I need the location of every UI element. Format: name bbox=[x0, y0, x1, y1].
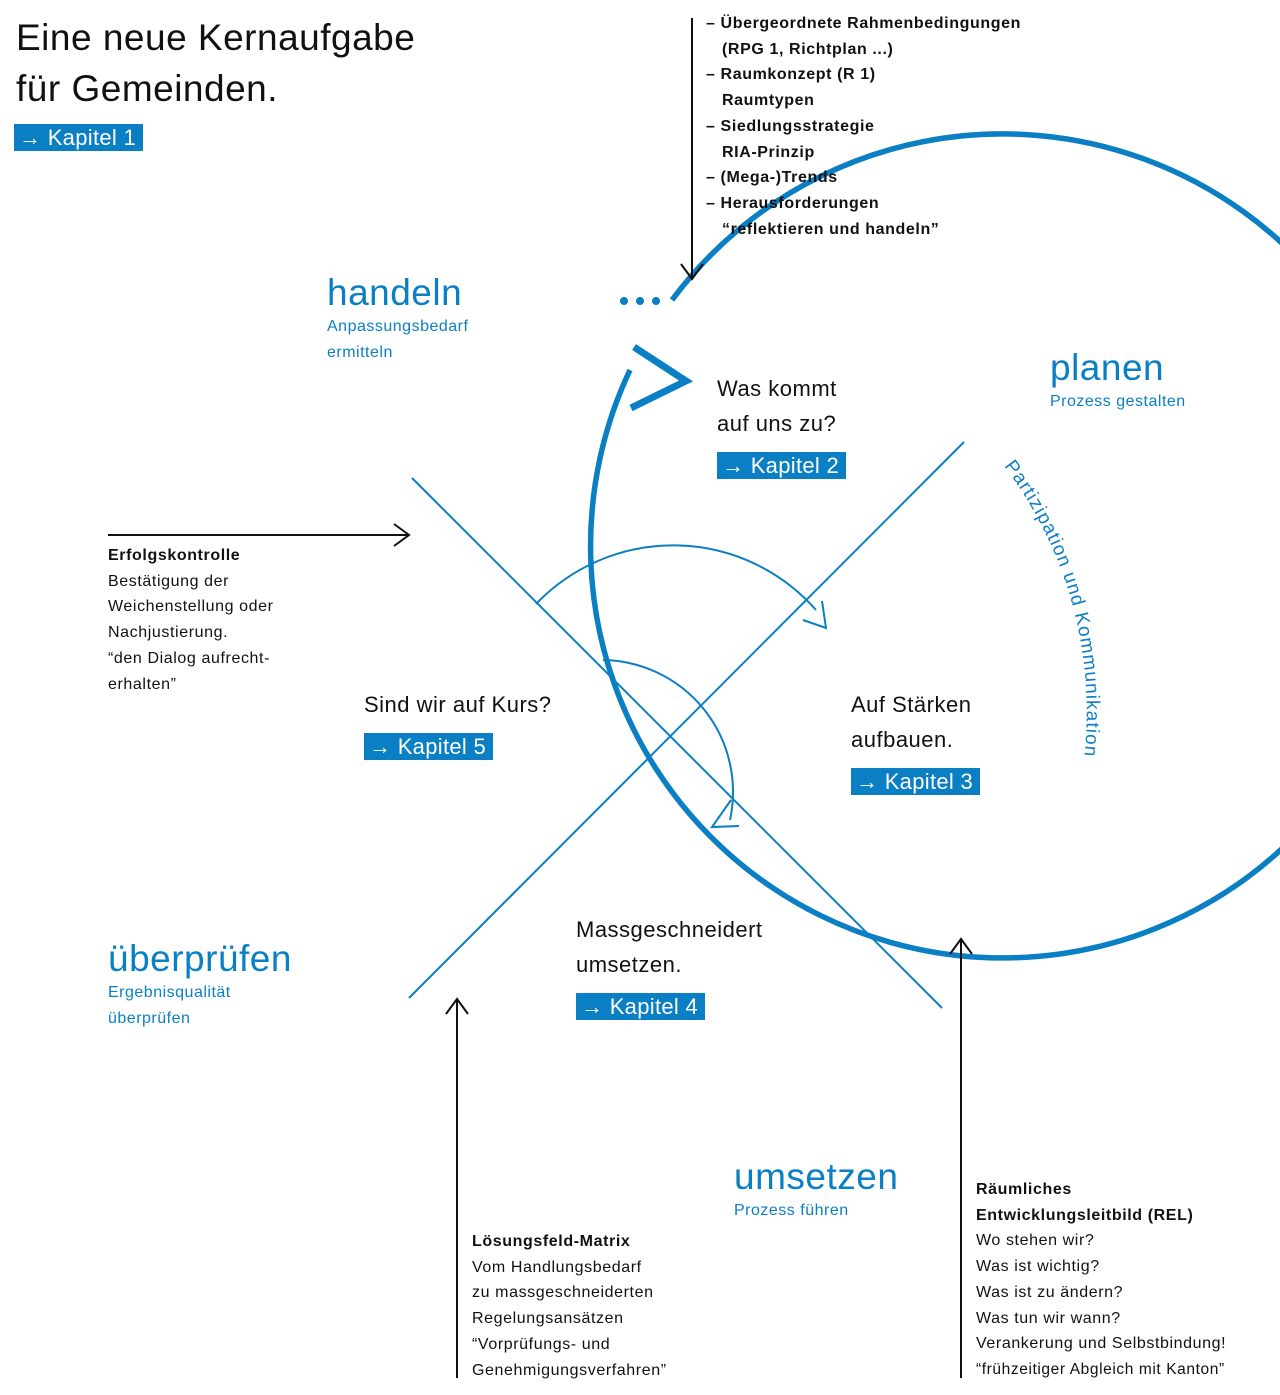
kapitel-5-badge[interactable]: → Kapitel 5 bbox=[364, 733, 494, 760]
cycle-arrowhead bbox=[629, 344, 694, 412]
bottom-right-arrow-head bbox=[949, 937, 973, 955]
phase-planen-label: planen bbox=[1050, 347, 1165, 388]
quadrant-divider-1 bbox=[411, 477, 943, 1009]
note-line: Nachjustierung. bbox=[108, 624, 229, 642]
quadrant-bottom: Massgeschneidert umsetzen. → Kapitel 4 bbox=[576, 912, 763, 1024]
list-item: – Siedlungsstrategie bbox=[706, 117, 875, 135]
list-item: – (Mega-)Trends bbox=[706, 169, 838, 187]
list-item: (RPG 1, Richtplan ...) bbox=[722, 40, 894, 58]
note-line: Vom Handlungsbedarf bbox=[472, 1258, 642, 1276]
quadrant-right-line-2: aufbauen. bbox=[851, 727, 954, 752]
phase-planen: planen Prozess gestalten bbox=[1050, 347, 1186, 415]
top-arrow-head bbox=[680, 263, 704, 281]
list-item: – Übergeordnete Rahmenbedingungen bbox=[706, 15, 1021, 32]
note-line: Verankerung und Selbstbindung! bbox=[976, 1335, 1227, 1353]
note-line: “Vorprüfungs- und bbox=[472, 1335, 611, 1353]
inner-arc-outer bbox=[535, 544, 817, 611]
phase-ueberpruefen-sub-2: überprüfen bbox=[108, 1010, 191, 1027]
note-loesungsfeld-title: Lösungsfeld-Matrix bbox=[472, 1233, 631, 1250]
phase-ueberpruefen-sub-1: Ergebnisqualität bbox=[108, 984, 231, 1001]
title-line-1: Eine neue Kernaufgabe bbox=[16, 17, 416, 58]
kapitel-1-badge[interactable]: → Kapitel 1 bbox=[14, 124, 144, 151]
phase-ueberpruefen: überprüfen Ergebnisqualität überprüfen bbox=[108, 938, 292, 1032]
quadrant-top: Was kommt auf uns zu? → Kapitel 2 bbox=[717, 371, 847, 483]
list-item: – Raumkonzept (R 1) bbox=[706, 66, 876, 84]
note-line: “den Dialog aufrecht- bbox=[108, 649, 271, 667]
note-line: zu massgeschneiderten bbox=[472, 1284, 654, 1302]
phase-ueberpruefen-label: überprüfen bbox=[108, 938, 292, 979]
note-line: erhalten” bbox=[108, 675, 177, 693]
note-line: Wo stehen wir? bbox=[976, 1232, 1095, 1250]
list-item: RIA-Prinzip bbox=[722, 143, 815, 161]
quadrant-top-line-2: auf uns zu? bbox=[717, 411, 837, 436]
page-title: Eine neue Kernaufgabe für Gemeinden. bbox=[16, 12, 415, 114]
note-line: Bestätigung der bbox=[108, 572, 230, 590]
note-rel: Räumliches Entwicklungsleitbild (REL) Wo… bbox=[976, 1177, 1226, 1383]
note-rel-title-1: Räumliches bbox=[976, 1181, 1072, 1198]
inner-arc-inner-arrowhead bbox=[710, 799, 740, 829]
left-arrow-head bbox=[393, 523, 411, 547]
title-line-2: für Gemeinden. bbox=[16, 68, 279, 109]
continuation-dots bbox=[620, 297, 660, 305]
note-erfolgskontrolle-title: Erfolgskontrolle bbox=[108, 547, 241, 564]
phase-umsetzen-label: umsetzen bbox=[734, 1156, 899, 1197]
phase-umsetzen: umsetzen Prozess führen bbox=[734, 1156, 898, 1224]
quadrant-left-line-1: Sind wir auf Kurs? bbox=[364, 692, 552, 717]
note-line: Was ist wichtig? bbox=[976, 1258, 1100, 1276]
phase-handeln: handeln Anpassungsbedarf ermitteln bbox=[327, 272, 468, 366]
quadrant-right-line-1: Auf Stärken bbox=[851, 692, 972, 717]
note-rel-title-2: Entwicklungsleitbild (REL) bbox=[976, 1206, 1194, 1224]
phase-handeln-label: handeln bbox=[327, 272, 463, 313]
quadrant-left: Sind wir auf Kurs? → Kapitel 5 bbox=[364, 687, 552, 764]
phase-umsetzen-sub-1: Prozess führen bbox=[734, 1202, 849, 1219]
circle-label: Partizipation und Kommunikation bbox=[1000, 456, 1103, 758]
inner-arc-outer-arrowhead bbox=[802, 600, 828, 630]
note-line: Genehmigungsverfahren” bbox=[472, 1361, 667, 1379]
quadrant-divider-2 bbox=[408, 441, 965, 999]
inner-arc-inner bbox=[602, 659, 735, 821]
kapitel-2-badge[interactable]: → Kapitel 2 bbox=[717, 452, 847, 479]
quadrant-bottom-line-1: Massgeschneidert bbox=[576, 917, 763, 942]
list-item: “reflektieren und handeln” bbox=[722, 220, 940, 238]
phase-handeln-sub-1: Anpassungsbedarf bbox=[327, 318, 469, 335]
note-erfolgskontrolle: Erfolgskontrolle Bestätigung der Weichen… bbox=[108, 543, 274, 697]
list-item: Raumtypen bbox=[722, 92, 815, 110]
list-item: – Herausforderungen bbox=[706, 194, 880, 212]
note-line: Was tun wir wann? bbox=[976, 1309, 1121, 1327]
quadrant-bottom-line-2: umsetzen. bbox=[576, 952, 682, 977]
quadrant-right: Auf Stärken aufbauen. → Kapitel 3 bbox=[851, 687, 981, 799]
kapitel-4-badge[interactable]: → Kapitel 4 bbox=[576, 993, 706, 1020]
kapitel-1-link[interactable]: → Kapitel 1 bbox=[14, 124, 144, 151]
note-line: Weichenstellung oder bbox=[108, 598, 274, 616]
phase-handeln-sub-2: ermitteln bbox=[327, 344, 393, 361]
kapitel-3-badge[interactable]: → Kapitel 3 bbox=[851, 768, 981, 795]
note-line: Was ist zu ändern? bbox=[976, 1283, 1124, 1301]
quadrant-top-line-1: Was kommt bbox=[717, 376, 837, 401]
note-line: “frühzeitiger Abgleich mit Kanton” bbox=[976, 1360, 1225, 1378]
note-line: Regelungsansätzen bbox=[472, 1310, 624, 1328]
rahmenbedingungen-list: – Übergeordnete Rahmenbedingungen (RPG 1… bbox=[706, 11, 1021, 242]
cycle-circle bbox=[587, 131, 1280, 961]
phase-planen-sub-1: Prozess gestalten bbox=[1050, 393, 1186, 410]
note-loesungsfeld: Lösungsfeld-Matrix Vom Handlungsbedarf z… bbox=[472, 1229, 667, 1383]
bottom-left-arrow-head bbox=[445, 997, 469, 1015]
